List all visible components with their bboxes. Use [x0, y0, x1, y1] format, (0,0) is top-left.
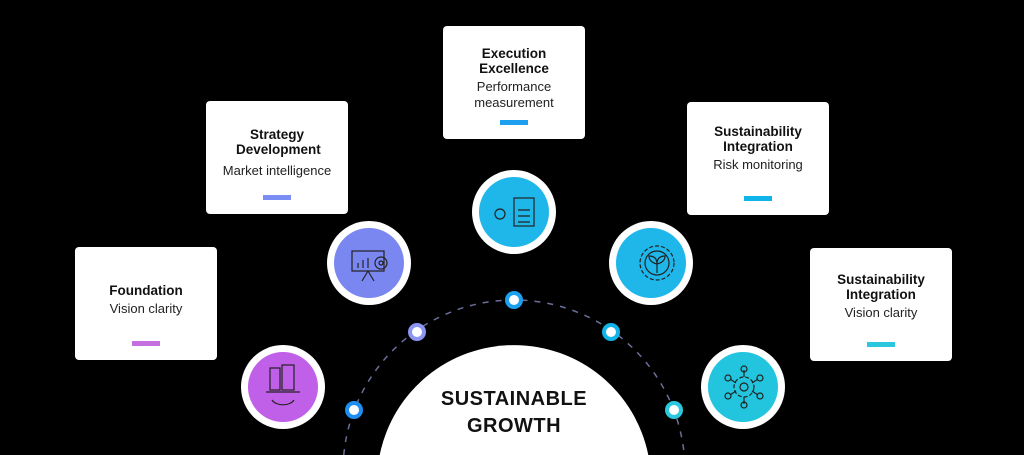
dot-1 — [345, 401, 363, 419]
card-sustainability-vision: Sustainability Integration Vision clarit… — [810, 248, 952, 361]
card-execution-excellence: Execution Excellence Performance measure… — [443, 26, 585, 139]
card-title: Foundation — [109, 283, 183, 298]
building-gear-icon — [241, 345, 325, 429]
card-strategy-development: Strategy Development Market intelligence — [206, 101, 348, 214]
card-sustainability-risk: Sustainability Integration Risk monitori… — [687, 102, 829, 215]
timeline-dots — [345, 291, 683, 419]
center-title: SUSTAINABLE GROWTH — [414, 386, 614, 440]
gear-leaf-icon — [609, 221, 693, 305]
card-subtitle: Performance measurement — [474, 79, 554, 110]
card-subtitle: Market intelligence — [222, 163, 332, 178]
card-accent-bar — [867, 342, 895, 347]
dot-3 — [505, 291, 523, 309]
card-title: Strategy Development — [236, 127, 321, 157]
center-title-line1: SUSTAINABLE — [440, 388, 588, 410]
dot-4 — [602, 323, 620, 341]
dot-5 — [665, 401, 683, 419]
card-accent-bar — [132, 341, 160, 346]
card-title: Execution Excellence — [479, 46, 549, 76]
card-accent-bar — [263, 195, 291, 200]
card-subtitle: Vision clarity — [844, 305, 918, 320]
process-checklist-icon — [472, 170, 556, 254]
card-title: Sustainability Integration — [714, 124, 802, 154]
card-subtitle: Vision clarity — [109, 301, 183, 316]
card-title: Sustainability Integration — [837, 272, 925, 302]
dot-2 — [408, 323, 426, 341]
network-gear-icon — [701, 345, 785, 429]
card-subtitle: Risk monitoring — [713, 157, 803, 172]
card-accent-bar — [500, 120, 528, 125]
card-accent-bar — [744, 196, 772, 201]
center-circle — [379, 345, 649, 455]
presentation-target-icon — [327, 221, 411, 305]
center-title-line2: GROWTH — [466, 415, 562, 437]
card-foundation: Foundation Vision clarity — [75, 247, 217, 360]
